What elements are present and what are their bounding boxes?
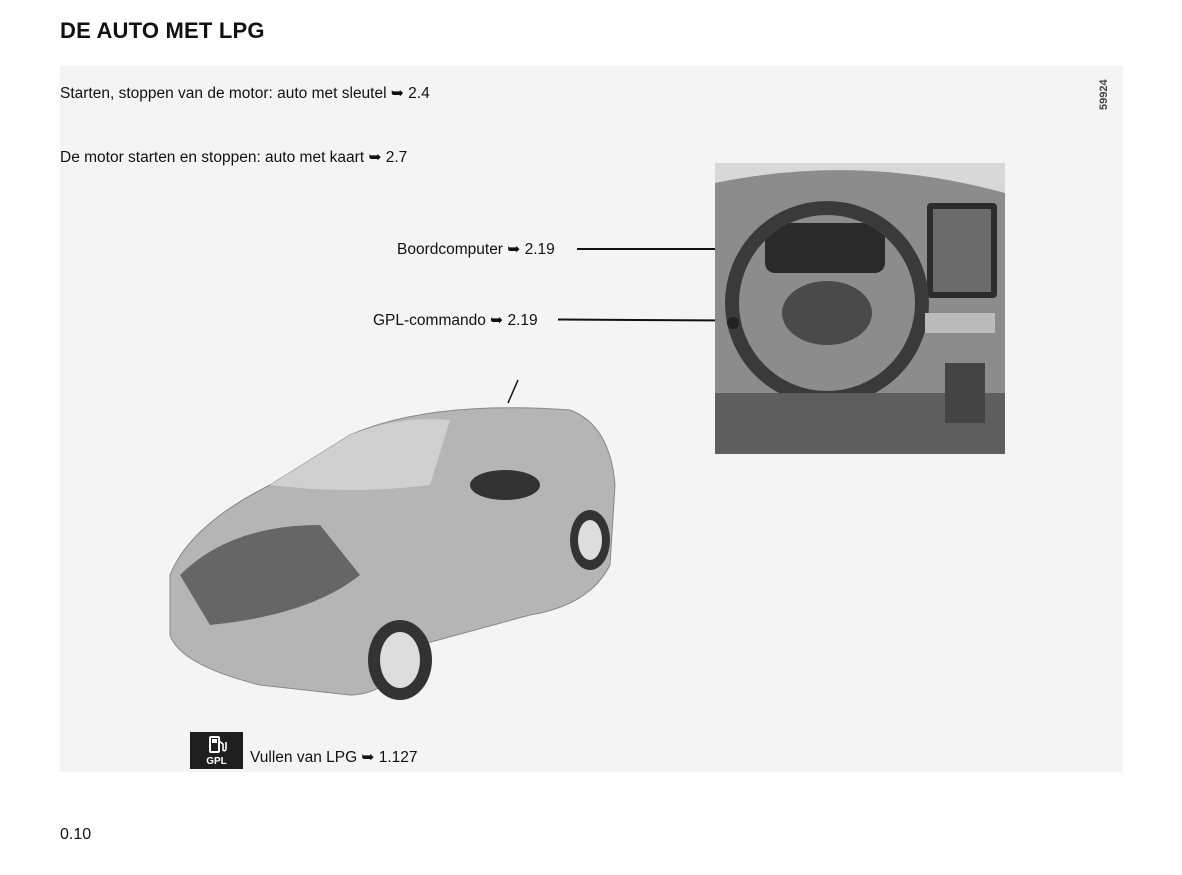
boordcomputer-reference[interactable]: Boordcomputer ➥ 2.19 [397, 241, 555, 258]
dashboard-image [715, 163, 1005, 454]
gpl-icon-label: GPL [206, 756, 227, 767]
car-illustration [150, 375, 620, 715]
fuel-pump-icon [209, 736, 227, 753]
page-title: DE AUTO MET LPG [60, 18, 265, 43]
gpl-fuel-icon: GPL [190, 732, 243, 769]
fill-lpg-reference[interactable]: Vullen van LPG ➥ 1.127 [250, 749, 418, 766]
callout-line-boordcomputer [577, 248, 825, 250]
start-key-reference[interactable]: Starten, stoppen van de motor: auto met … [60, 85, 430, 102]
gpl-command-reference[interactable]: GPL-commando ➥ 2.19 [373, 312, 538, 329]
page-number: 0.10 [60, 826, 92, 843]
start-card-reference[interactable]: De motor starten en stoppen: auto met ka… [60, 149, 408, 166]
figure-reference: 59924 [1098, 79, 1110, 110]
